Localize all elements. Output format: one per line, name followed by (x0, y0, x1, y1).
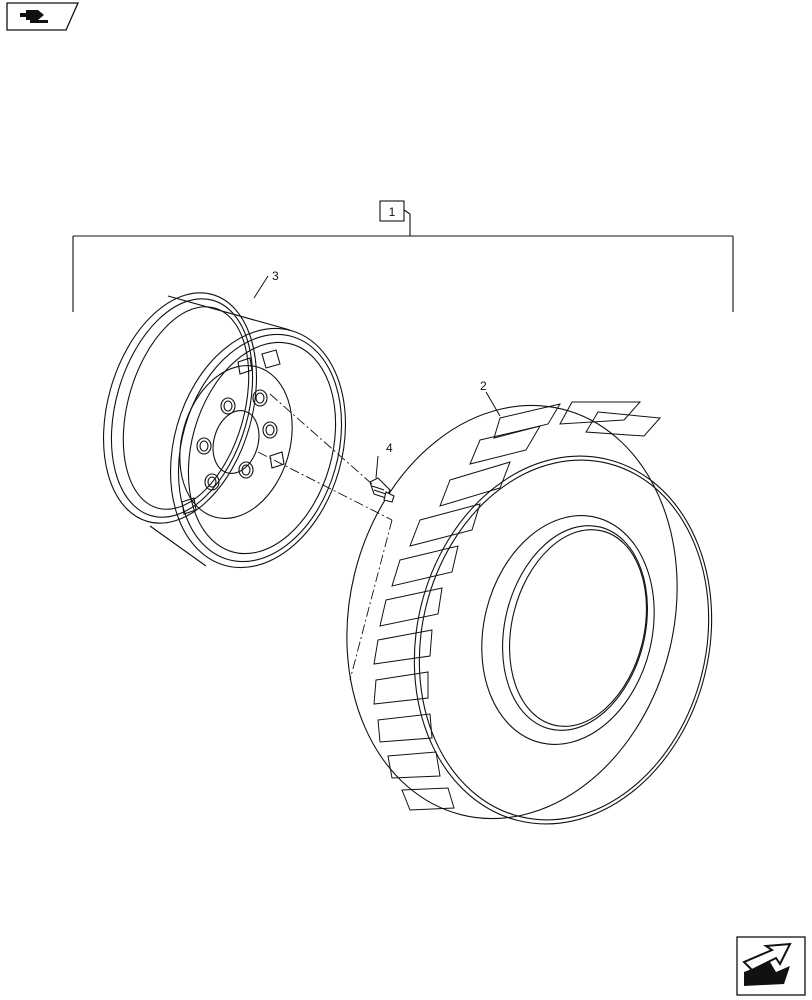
nav-arrow-icon[interactable] (6, 2, 80, 31)
callout-2: 2 (480, 379, 487, 393)
tire (346, 401, 713, 825)
rim (102, 292, 347, 569)
callout-4-leader (375, 455, 379, 479)
callout-2-leader (485, 391, 501, 417)
next-page-arrow-icon[interactable] (736, 936, 806, 996)
callout-4: 4 (386, 441, 393, 455)
assembly-centerlines (257, 393, 393, 681)
assembly-bracket (72, 200, 734, 312)
callout-1: 1 (389, 205, 396, 219)
callout-3-leader (253, 275, 269, 299)
callout-3: 3 (272, 269, 279, 283)
valve-stem (369, 477, 395, 503)
